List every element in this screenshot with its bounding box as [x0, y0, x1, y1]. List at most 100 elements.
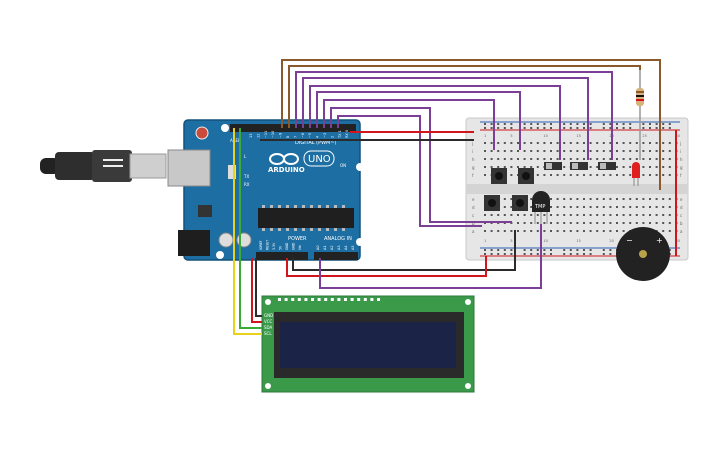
wire-purple-5 — [323, 99, 495, 150]
power-pin-label: Vin — [298, 245, 302, 250]
row-letter: d — [680, 205, 683, 210]
row-letter: e — [680, 197, 683, 202]
digital-pin-label: ~5 — [308, 133, 312, 138]
wire-purple-analog — [319, 224, 542, 289]
column-number: 10 — [543, 239, 547, 243]
analog-pin-label: A1 — [323, 245, 327, 250]
digital-pin-label: RX 0 — [345, 130, 349, 138]
row-letter: j — [679, 141, 681, 146]
lcd-pin-label: VCC — [264, 319, 273, 324]
row-letter: f — [472, 173, 474, 178]
digital-pin-label: ~9 — [279, 133, 283, 138]
wire-purple-2 — [302, 77, 589, 160]
wire-black-bottom — [292, 230, 516, 271]
analog-label: ANALOG IN — [324, 236, 352, 242]
digital-pin-label: ~6 — [301, 133, 305, 138]
usb-port — [167, 149, 211, 187]
wire-purple-4 — [316, 91, 521, 150]
column-number: 5 — [510, 134, 512, 138]
row-letter: i — [472, 149, 473, 154]
wire-black-gnd — [255, 258, 262, 317]
slide-switch-2[interactable] — [570, 162, 588, 170]
on-label: ON — [340, 163, 346, 168]
digital-pin-label: 13 — [249, 134, 253, 138]
analog-pin-label: A4 — [344, 245, 348, 250]
reset-button — [195, 126, 209, 140]
slide-switch-3[interactable] — [598, 162, 616, 170]
lcd-screen — [280, 322, 456, 368]
svg-text:+: + — [656, 236, 663, 245]
row-letter: i — [680, 149, 681, 154]
row-letter: h — [472, 157, 475, 162]
lcd-pin-label: SDA — [264, 325, 273, 330]
column-number: 15 — [576, 239, 580, 243]
breadboard-column-numbers: 115510101515202025253030 — [484, 134, 680, 243]
push-button-1[interactable] — [491, 168, 507, 184]
power-pin-label: 3.3V — [272, 242, 276, 250]
arduino-model: UNO — [308, 154, 331, 165]
temperature-sensor[interactable]: TMP — [532, 191, 550, 224]
power-pin-label: 5V — [279, 245, 283, 250]
row-letter: a — [680, 229, 683, 234]
lcd-pin-label: GND — [264, 313, 273, 318]
row-letter: e — [472, 197, 475, 202]
l-label: L — [244, 154, 247, 159]
power-pin-label: RESET — [266, 240, 270, 250]
wire-purple-7 — [337, 115, 482, 227]
row-letter: g — [680, 165, 683, 170]
sensor-label: TMP — [534, 204, 545, 210]
aref-label: AREF — [230, 138, 241, 143]
red-led[interactable] — [632, 162, 640, 186]
digital-pin-label: 7 — [293, 136, 297, 138]
wire-purple-3 — [309, 85, 561, 160]
wires — [233, 59, 677, 335]
push-button-3[interactable] — [484, 195, 500, 211]
row-letter: b — [472, 221, 475, 226]
row-letter: a — [472, 229, 475, 234]
digital-pin-label: 8 — [286, 136, 290, 138]
power-header — [256, 252, 308, 260]
piezo-buzzer[interactable]: − + — [616, 227, 670, 281]
power-label: POWER — [288, 236, 307, 242]
arduino-uno-board[interactable]: ARDUINO UNO DIGITAL (PWM~) AREF ON TX RX… — [167, 119, 364, 261]
analog-pin-label: A2 — [330, 245, 334, 250]
column-number: 15 — [576, 134, 580, 138]
row-letter: j — [471, 141, 473, 146]
analog-pin-label: A3 — [337, 245, 341, 250]
row-letter: g — [472, 165, 475, 170]
wire-red-bottom — [286, 256, 487, 277]
digital-pin-label: ~10 — [271, 131, 275, 138]
row-letter: d — [472, 205, 475, 210]
svg-text:−: − — [626, 236, 633, 245]
lcd-header-pads — [278, 298, 380, 301]
row-letter: b — [680, 221, 683, 226]
column-number: 20 — [609, 239, 613, 243]
resistor[interactable] — [636, 68, 644, 160]
arduino-logo — [269, 153, 299, 165]
wire-green-sda — [239, 128, 262, 329]
digital-pin-label: 12 — [256, 134, 260, 138]
wire-brown-2 — [288, 65, 641, 128]
row-letter: c — [472, 213, 474, 218]
row-letter: h — [680, 157, 683, 162]
column-number: 5 — [510, 239, 512, 243]
tx-label: TX — [243, 174, 249, 179]
push-button-2[interactable] — [518, 168, 534, 184]
wire-red-vcc — [251, 258, 262, 323]
analog-pin-label: A0 — [316, 245, 320, 250]
microcontroller-chip — [258, 208, 354, 228]
slide-switch-1[interactable] — [544, 162, 562, 170]
power-jack — [178, 230, 210, 256]
digital-header — [230, 124, 356, 132]
column-number: 1 — [484, 239, 486, 243]
wire-yellow-scl — [233, 128, 262, 335]
power-pin-label: GND — [292, 242, 296, 250]
arduino-brand: ARDUINO — [268, 166, 305, 174]
digital-pin-label: 4 — [316, 135, 320, 138]
column-number: 25 — [642, 134, 646, 138]
push-button-4[interactable] — [512, 195, 528, 211]
